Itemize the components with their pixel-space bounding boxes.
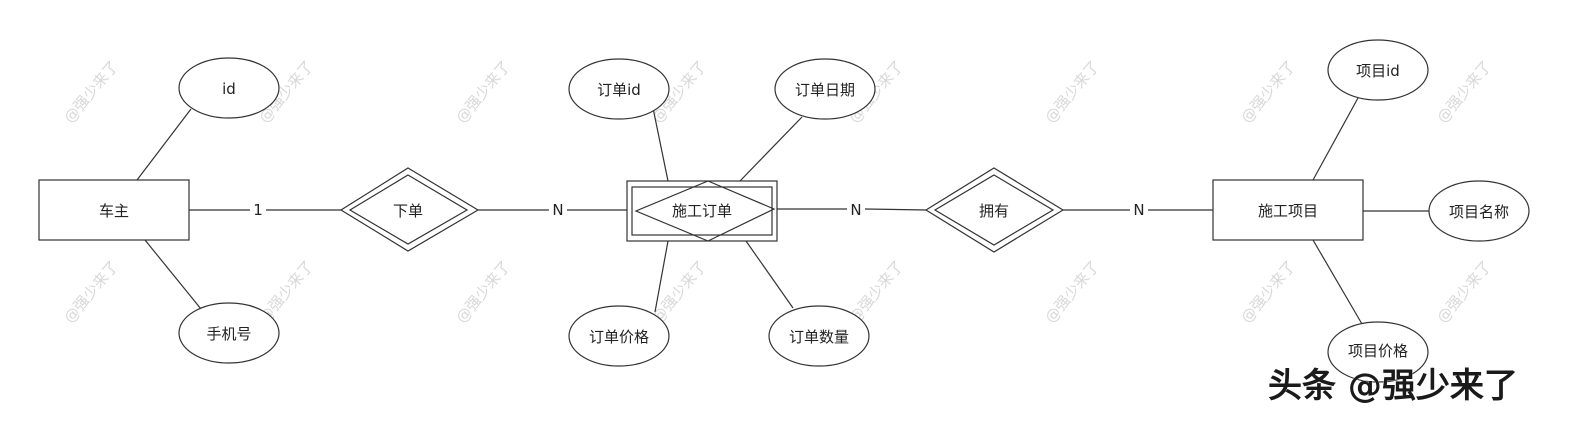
attribute-order-date-label: 订单日期 — [795, 81, 855, 99]
attribute-order-qty-label: 订单数量 — [789, 328, 849, 346]
link-item-price — [1312, 239, 1363, 325]
attribute-owner-id-label: id — [222, 80, 236, 98]
entity-owner[interactable]: 车主 — [38, 179, 190, 241]
attribute-item-id-label: 项目id — [1356, 62, 1400, 80]
watermark-text: @强少来了 — [1237, 57, 1299, 126]
entity-work-item-label: 施工项目 — [1258, 202, 1318, 220]
attribute-order-id[interactable]: 订单id — [568, 58, 670, 120]
entity-work-order[interactable]: 施工订单 — [626, 180, 778, 242]
cardinality-workorder-has: N — [850, 201, 861, 219]
watermark-text: @强少来了 — [1433, 57, 1495, 126]
watermark-text: @强少来了 — [60, 57, 122, 126]
cardinality-order-workorder: N — [552, 201, 563, 219]
link-order-id — [652, 107, 669, 182]
link-item-id — [1312, 97, 1359, 181]
entity-owner-label: 车主 — [99, 202, 129, 220]
attribute-order-price-label: 订单价格 — [589, 328, 649, 346]
watermark-text: @强少来了 — [60, 257, 122, 326]
attribute-owner-phone[interactable]: 手机号 — [178, 302, 280, 364]
relationship-links — [189, 208, 1213, 211]
attribute-owner-phone-label: 手机号 — [206, 325, 251, 343]
relationship-has[interactable]: 拥有 — [924, 167, 1065, 253]
cardinality-owner-order: 1 — [253, 201, 263, 219]
relationship-has-label: 拥有 — [979, 202, 1009, 220]
attribute-owner-id[interactable]: id — [178, 57, 280, 119]
watermark-text: @强少来了 — [452, 257, 514, 326]
link-order-price — [654, 240, 669, 313]
link-owner-id — [136, 108, 192, 181]
watermark-text: @强少来了 — [1237, 257, 1299, 326]
brand-watermark: 头条 @强少来了 — [1268, 366, 1518, 406]
watermark-text: @强少来了 — [1041, 257, 1103, 326]
link-order-qty — [745, 240, 794, 309]
cardinality-labels: 1 N N N — [253, 201, 1144, 219]
attribute-item-price[interactable]: 项目价格 — [1327, 321, 1429, 383]
watermark-text: @强少来了 — [1041, 57, 1103, 126]
attribute-order-date[interactable]: 订单日期 — [774, 58, 876, 120]
attribute-order-qty[interactable]: 订单数量 — [768, 305, 870, 367]
attribute-item-id[interactable]: 项目id — [1327, 39, 1429, 101]
entity-work-item[interactable]: 施工项目 — [1212, 179, 1364, 241]
attribute-item-price-label: 项目价格 — [1348, 342, 1408, 360]
attribute-item-name-label: 项目名称 — [1449, 203, 1509, 221]
attribute-order-price[interactable]: 订单价格 — [568, 305, 670, 367]
relationship-place-order-label: 下单 — [393, 202, 423, 220]
link-order-date — [739, 116, 803, 182]
attribute-order-id-label: 订单id — [597, 81, 641, 99]
entity-work-order-label: 施工订单 — [672, 202, 732, 220]
watermark-text: @强少来了 — [648, 257, 710, 326]
watermark-text: @强少来了 — [452, 57, 514, 126]
relationship-place-order[interactable]: 下单 — [339, 167, 480, 252]
link-owner-phone — [144, 239, 202, 310]
attribute-links — [136, 97, 1429, 325]
cardinality-has-item: N — [1133, 201, 1144, 219]
attribute-item-name[interactable]: 项目名称 — [1428, 180, 1530, 242]
watermark-text: @强少来了 — [1433, 257, 1495, 326]
